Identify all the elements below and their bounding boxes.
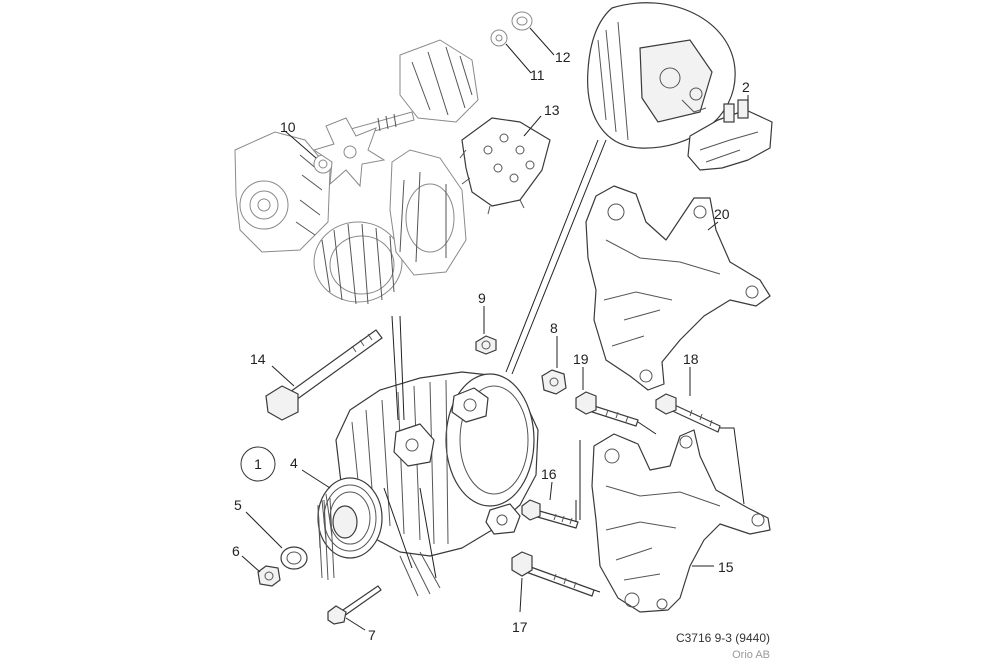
drive-end-housing xyxy=(234,131,331,253)
callout-labels: 2 4 5 6 7 8 9 10 11 12 13 14 15 16 17 18… xyxy=(232,49,750,643)
callout-5: 5 xyxy=(234,497,242,513)
explosion-lines xyxy=(383,139,745,593)
callout-13: 13 xyxy=(544,102,560,118)
nut-6 xyxy=(257,565,281,587)
callout-1-circle xyxy=(240,446,276,482)
fan xyxy=(312,117,386,188)
stator xyxy=(313,221,403,305)
callout-19: 19 xyxy=(573,351,589,367)
bearing-11 xyxy=(490,29,508,47)
washer-5 xyxy=(280,546,308,570)
reference-code: C3716 9-3 (9440) xyxy=(676,631,770,645)
callout-10: 10 xyxy=(280,119,296,135)
callout-11: 11 xyxy=(530,67,545,83)
callout-7: 7 xyxy=(368,627,376,643)
slip-ring-end-housing xyxy=(389,149,467,276)
bolt-16 xyxy=(521,499,579,529)
callout-leaders xyxy=(241,27,749,631)
bolt-19 xyxy=(575,391,639,427)
callout-14: 14 xyxy=(250,351,266,367)
copyright: Orio AB xyxy=(732,649,770,661)
callout-15: 15 xyxy=(718,559,734,575)
bracket-20 xyxy=(585,185,771,391)
bolt-17 xyxy=(511,551,595,597)
bearing-12 xyxy=(511,11,533,31)
rear-cover-detail xyxy=(587,2,736,149)
callout-2: 2 xyxy=(742,79,750,95)
voltage-regulator-2 xyxy=(687,99,773,171)
bolt-14 xyxy=(265,329,383,421)
callout-1: 1 xyxy=(254,456,262,472)
alternator-4 xyxy=(317,371,539,597)
bolt-7 xyxy=(327,585,382,625)
callout-6: 6 xyxy=(232,543,240,559)
callout-18: 18 xyxy=(683,351,699,367)
rectifier-13 xyxy=(459,117,551,215)
nut-8 xyxy=(541,369,567,395)
callout-12: 12 xyxy=(555,49,571,65)
callout-9: 9 xyxy=(478,290,486,306)
callout-4: 4 xyxy=(290,455,298,471)
nut-9 xyxy=(475,335,497,355)
bolt-18 xyxy=(655,393,721,433)
rotor xyxy=(339,39,479,141)
callout-16: 16 xyxy=(541,466,557,482)
callout-20: 20 xyxy=(714,206,730,222)
bracket-15 xyxy=(591,429,771,613)
callout-8: 8 xyxy=(550,320,558,336)
callout-17: 17 xyxy=(512,619,528,635)
